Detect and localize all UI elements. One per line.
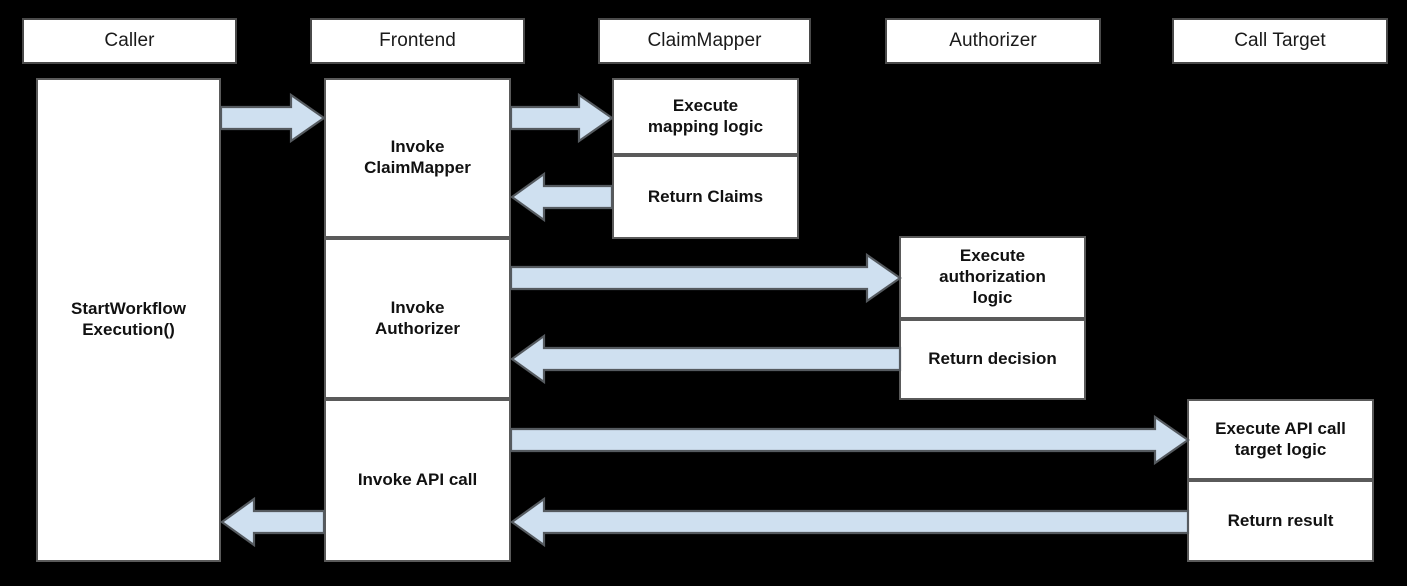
- lifeline-header-label: Authorizer: [949, 30, 1037, 51]
- activation-frontend-invoke-claimmapper: Invoke ClaimMapper: [324, 78, 511, 238]
- message-arrow-frontend-to-claimmapper: [509, 92, 614, 144]
- message-arrow-caller-to-frontend: [219, 92, 326, 144]
- message-arrow-calltarget-to-frontend: [510, 496, 1190, 548]
- lifeline-header-caller: Caller: [22, 18, 237, 64]
- activation-label: StartWorkflow Execution(): [71, 299, 186, 339]
- activation-authorizer-return-decision: Return decision: [899, 319, 1086, 400]
- activation-label: Invoke API call: [357, 470, 478, 490]
- message-arrow-authorizer-to-frontend: [510, 333, 902, 385]
- activation-claimmapper-execute-mapping-logic: Execute mapping logic: [612, 78, 799, 155]
- activation-caller-startworkflow: StartWorkflow Execution(): [36, 78, 221, 562]
- lifeline-header-frontend: Frontend: [310, 18, 525, 64]
- activation-calltarget-execute-api-call-target-logic: Execute API call target logic: [1187, 399, 1374, 480]
- lifeline-header-label: Call Target: [1234, 30, 1326, 51]
- activation-label: Invoke Authorizer: [375, 297, 460, 338]
- lifeline-header-label: Frontend: [379, 30, 456, 51]
- activation-frontend-invoke-authorizer: Invoke Authorizer: [324, 238, 511, 399]
- activation-label: Execute API call target logic: [1215, 418, 1346, 459]
- activation-frontend-invoke-api-call: Invoke API call: [324, 399, 511, 562]
- lifeline-header-authorizer: Authorizer: [885, 18, 1101, 64]
- activation-claimmapper-return-claims: Return Claims: [612, 155, 799, 239]
- message-arrow-frontend-to-caller: [220, 496, 326, 548]
- activation-label: Invoke ClaimMapper: [364, 137, 471, 177]
- lifeline-header-calltarget: Call Target: [1172, 18, 1388, 64]
- message-arrow-claimmapper-to-frontend: [510, 171, 614, 223]
- activation-calltarget-return-result: Return result: [1187, 480, 1374, 562]
- message-arrow-frontend-to-authorizer: [509, 252, 902, 304]
- activation-authorizer-execute-authorization-logic: Execute authorization logic: [899, 236, 1086, 319]
- activation-label: Return result: [1227, 510, 1334, 530]
- lifeline-header-label: Caller: [104, 30, 155, 51]
- lifeline-header-label: ClaimMapper: [647, 30, 762, 51]
- lifeline-header-claimmapper: ClaimMapper: [598, 18, 811, 64]
- message-arrow-frontend-to-calltarget: [509, 414, 1190, 466]
- activation-label: Return decision: [928, 349, 1057, 369]
- activation-label: Execute authorization logic: [939, 246, 1046, 307]
- activation-label: Execute mapping logic: [647, 95, 764, 136]
- activation-label: Return Claims: [647, 186, 764, 206]
